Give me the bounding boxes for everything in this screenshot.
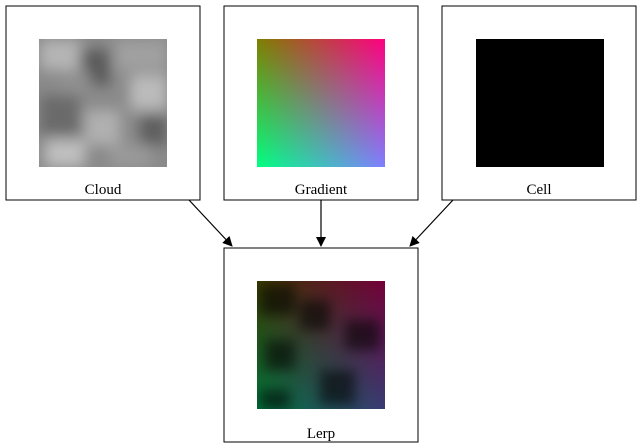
node-label-cell: Cell <box>527 182 552 198</box>
node-label-gradient: Gradient <box>295 182 348 198</box>
node-cloud[interactable]: Cloud <box>5 5 201 201</box>
node-cell[interactable]: Cell <box>441 5 637 201</box>
edge-cell-to-lerp <box>409 199 454 247</box>
cell-preview-image <box>476 39 604 167</box>
node-label-lerp: Lerp <box>307 426 335 442</box>
lerp-preview-image <box>257 281 385 409</box>
edge-cloud-to-lerp <box>188 199 233 247</box>
node-lerp[interactable]: Lerp <box>223 247 419 443</box>
edges <box>188 199 454 247</box>
gradient-preview-image <box>257 39 385 167</box>
node-gradient[interactable]: Gradient <box>223 5 419 201</box>
cloud-preview-image <box>39 39 167 167</box>
node-label-cloud: Cloud <box>85 182 122 198</box>
